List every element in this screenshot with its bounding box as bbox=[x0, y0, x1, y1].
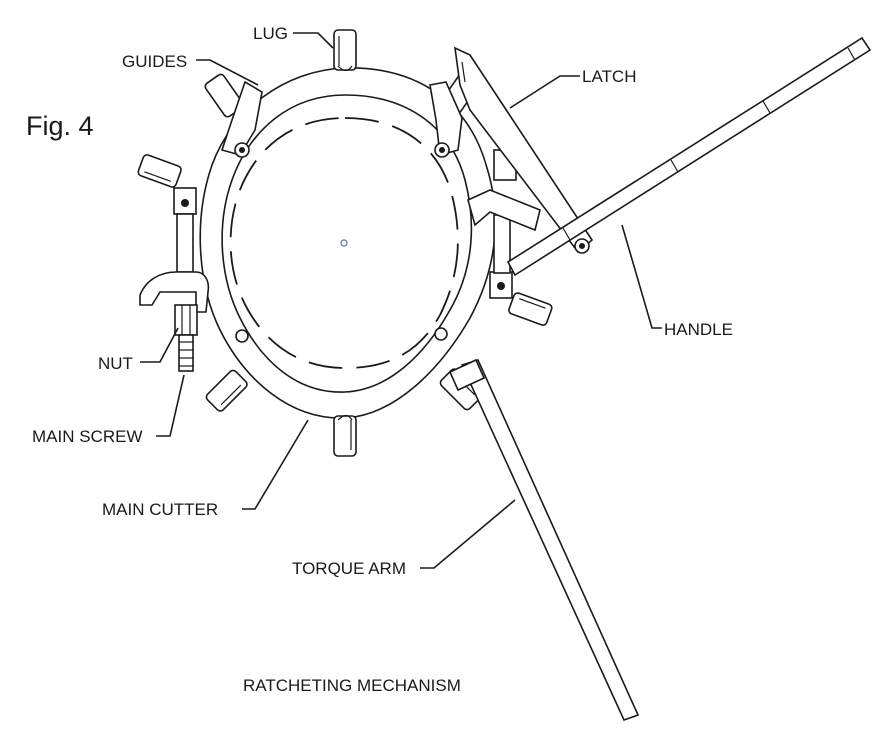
leader-handle bbox=[621, 224, 662, 329]
label-lug: LUG bbox=[253, 24, 288, 43]
main-cutter-ring bbox=[199, 67, 497, 419]
label-main-cutter: MAIN CUTTER bbox=[102, 500, 218, 519]
lug-left-upper bbox=[137, 154, 182, 188]
label-latch: LATCH bbox=[582, 67, 636, 86]
latch-part bbox=[454, 46, 594, 254]
leader-lines bbox=[140, 32, 662, 569]
clamp-jaw bbox=[139, 271, 210, 313]
torque-arm-part bbox=[448, 358, 640, 722]
figure-label: Fig. 4 bbox=[26, 111, 94, 141]
main-screw-part bbox=[178, 334, 194, 372]
label-torque-arm: TORQUE ARM bbox=[292, 559, 406, 578]
leader-latch bbox=[509, 75, 580, 109]
label-guides: GUIDES bbox=[122, 52, 187, 71]
screw-block-right bbox=[467, 149, 541, 299]
leader-torque-arm bbox=[420, 499, 516, 569]
guide-pin-lower-right bbox=[434, 327, 448, 341]
leader-main-cutter bbox=[242, 419, 309, 510]
lug-right-lower bbox=[508, 292, 553, 326]
lug-left-lower bbox=[205, 369, 248, 412]
leader-main-screw bbox=[156, 374, 185, 437]
label-ratcheting-mechanism: RATCHETING MECHANISM bbox=[243, 676, 461, 695]
nut-part bbox=[174, 304, 198, 336]
screw-block-upper-left bbox=[173, 187, 197, 273]
leader-lug bbox=[293, 32, 334, 49]
guide-right bbox=[429, 81, 463, 158]
label-main-screw: MAIN SCREW bbox=[32, 427, 143, 446]
guide-left bbox=[220, 80, 263, 158]
leader-guides bbox=[196, 59, 259, 86]
label-nut: NUT bbox=[98, 354, 133, 373]
center-mark bbox=[340, 239, 348, 247]
handle-part bbox=[506, 36, 872, 277]
lug-top bbox=[333, 29, 357, 72]
leader-nut bbox=[140, 327, 179, 363]
guide-pin-lower-left bbox=[235, 329, 249, 343]
label-handle: HANDLE bbox=[664, 320, 733, 339]
lug-bottom bbox=[333, 414, 357, 457]
